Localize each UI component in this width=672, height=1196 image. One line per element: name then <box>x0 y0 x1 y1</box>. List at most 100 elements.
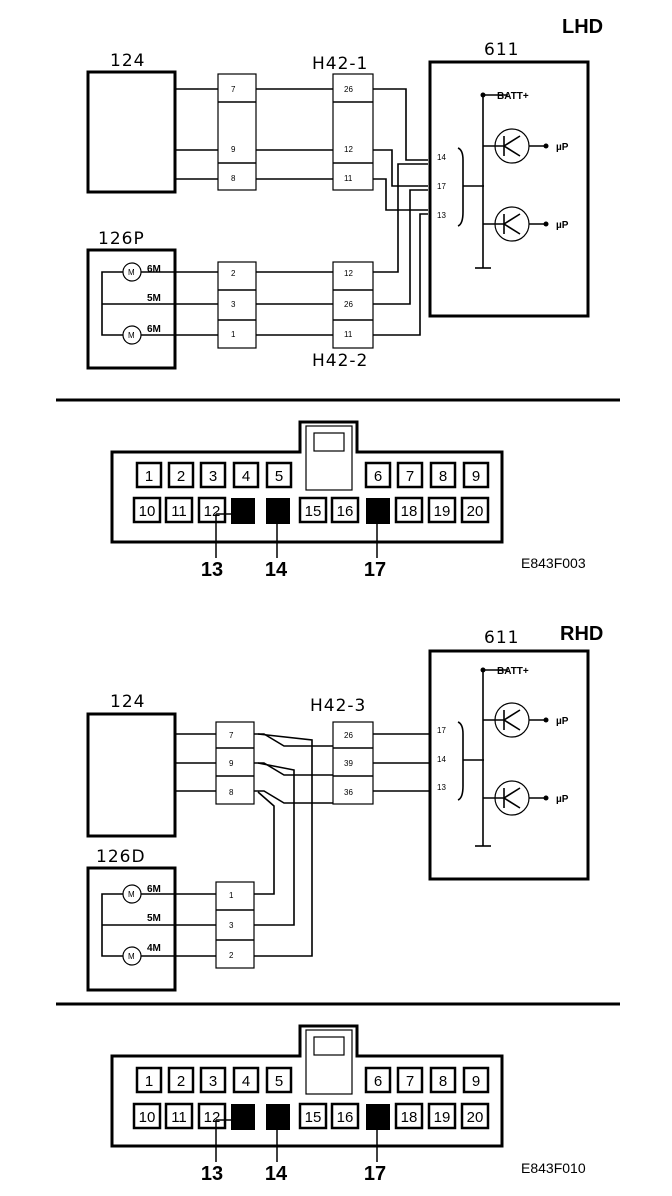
rhd-cavity-label: 3 <box>209 1073 217 1090</box>
rhd-left-connector: 7 9 8 <box>215 721 255 805</box>
lhd-cavity-15 <box>298 496 328 524</box>
rhd-cavity-label: 16 <box>337 1109 354 1126</box>
svg-text:M: M <box>128 890 135 899</box>
lhd-callout-14: 14 <box>265 559 288 581</box>
lhd-cavity-7 <box>396 461 424 489</box>
h42-1-label: H42-1 <box>312 54 368 74</box>
rhd-unit-124-label: 124 <box>110 692 145 712</box>
lhd-title: LHD <box>562 16 603 38</box>
rhd-ecu-611-label: 611 <box>484 628 519 648</box>
rhd-title: RHD <box>560 623 603 645</box>
rhd-unit-124-box <box>86 712 177 838</box>
lhd-cavity-label: 4 <box>242 468 250 485</box>
lhd-cavity-label: 20 <box>467 503 484 520</box>
rhd-motor-a: 6M <box>147 884 161 895</box>
ecu-611-label: 611 <box>484 40 519 60</box>
rhd-batt-label: BATT+ <box>497 666 529 677</box>
lhd-cavity-label: 7 <box>406 468 414 485</box>
lhd-cavity-label: 8 <box>439 468 447 485</box>
rhd-up-2: µP <box>556 794 569 805</box>
lhd-up-1: µP <box>556 142 569 153</box>
lhd-cavity-16 <box>330 496 360 524</box>
lhd-motor-c: 6M <box>147 324 161 335</box>
rhd-section: RHD 124 7 9 8 H42-3 26 39 36 <box>86 623 603 992</box>
rhd-cavity-20 <box>460 1102 490 1130</box>
lhd-cavity-label: 6 <box>374 468 382 485</box>
svg-text:M: M <box>128 331 135 340</box>
h42-1-pin-a: 26 <box>344 85 353 94</box>
lhd-cavity-label: 12 <box>204 503 221 520</box>
lhd-126-pin-b: 3 <box>231 300 236 309</box>
rhd-up-1: µP <box>556 716 569 727</box>
h42-2-pin-b: 26 <box>344 300 353 309</box>
ecu-pin-a: 14 <box>437 153 446 162</box>
lhd-cavity-8 <box>429 461 457 489</box>
lhd-126-pin-a: 2 <box>231 269 236 278</box>
h42-3-connector: 26 39 36 <box>332 721 374 805</box>
lhd-left-pin-c: 8 <box>231 174 236 183</box>
rhd-cavity-5 <box>265 1066 293 1094</box>
rhd-filled-cavity-13 <box>231 1104 255 1130</box>
rhd-cavity-3 <box>199 1066 227 1094</box>
rhd-cavity-label: 19 <box>434 1109 451 1126</box>
rhd-cavity-8 <box>429 1066 457 1094</box>
h42-2-pin-c: 11 <box>344 330 353 339</box>
rhd-ecu-pin-a: 17 <box>437 726 446 735</box>
h42-2-pin-a: 12 <box>344 269 353 278</box>
ecu-pin-c: 13 <box>437 211 446 220</box>
rhd-left-pin-a: 7 <box>229 731 234 740</box>
h42-3-pin-a: 26 <box>344 731 353 740</box>
lhd-left-connector: 7 9 8 <box>217 73 257 191</box>
unit-126p-label: 126P <box>98 229 145 249</box>
rhd-ecu-pin-c: 13 <box>437 783 446 792</box>
rhd-cavity-15 <box>298 1102 328 1130</box>
rhd-ecu-611-box <box>428 649 590 881</box>
rhd-left-pin-c: 8 <box>229 788 234 797</box>
lhd-motor-b: 5M <box>147 293 161 304</box>
lhd-cavity-label: 10 <box>139 503 156 520</box>
unit-126d-label: 126D <box>96 847 146 867</box>
lhd-filled-cavity-14 <box>266 498 290 524</box>
lhd-cavity-label: 15 <box>305 503 322 520</box>
rhd-cavity-label: 20 <box>467 1109 484 1126</box>
lhd-cavity-18 <box>394 496 424 524</box>
rhd-cavity-4 <box>232 1066 260 1094</box>
rhd-cavity-label: 7 <box>406 1073 414 1090</box>
lhd-cavity-label: 9 <box>472 468 480 485</box>
rhd-ecu-pin-b: 14 <box>437 755 446 764</box>
rhd-cavity-label: 10 <box>139 1109 156 1126</box>
rhd-cavity-label: 6 <box>374 1073 382 1090</box>
rhd-left-pin-b: 9 <box>229 759 234 768</box>
h42-1-connector: 26 12 11 <box>332 73 374 191</box>
h42-3-label: H42-3 <box>310 696 366 716</box>
rhd-cavity-9 <box>462 1066 490 1094</box>
lhd-cavity-20 <box>460 496 490 524</box>
rhd-126-pin-a: 1 <box>229 891 234 900</box>
rhd-126-connector: 1 3 2 <box>215 881 255 969</box>
lhd-cavity-19 <box>427 496 457 524</box>
h42-2-label: H42-2 <box>312 351 368 371</box>
rhd-cavity-label: 11 <box>171 1109 187 1126</box>
lhd-cavity-9 <box>462 461 490 489</box>
rhd-cavity-label: 8 <box>439 1073 447 1090</box>
h42-1-pin-b: 12 <box>344 145 353 154</box>
rhd-cavity-label: 2 <box>177 1073 185 1090</box>
svg-text:M: M <box>128 268 135 277</box>
lhd-126-connector: 2 3 1 <box>217 261 257 349</box>
lhd-cavity-label: 16 <box>337 503 354 520</box>
h42-2-connector: 12 26 11 <box>332 261 374 349</box>
rhd-cavity-2 <box>167 1066 195 1094</box>
ecu-pin-b: 17 <box>437 182 446 191</box>
lhd-cavity-5 <box>265 461 293 489</box>
rhd-cavity-12 <box>197 1102 227 1130</box>
lhd-cavity-label: 18 <box>401 503 418 520</box>
rhd-cavity-label: 5 <box>275 1073 283 1090</box>
lhd-callout-13: 13 <box>201 559 223 581</box>
rhd-cavity-label: 9 <box>472 1073 480 1090</box>
lhd-cavity-label: 1 <box>145 468 153 485</box>
lhd-cavity-label: 19 <box>434 503 451 520</box>
lhd-cavity-1 <box>135 461 163 489</box>
lhd-batt-label: BATT+ <box>497 91 529 102</box>
lhd-126-pin-c: 1 <box>231 330 236 339</box>
rhd-cavity-label: 18 <box>401 1109 418 1126</box>
